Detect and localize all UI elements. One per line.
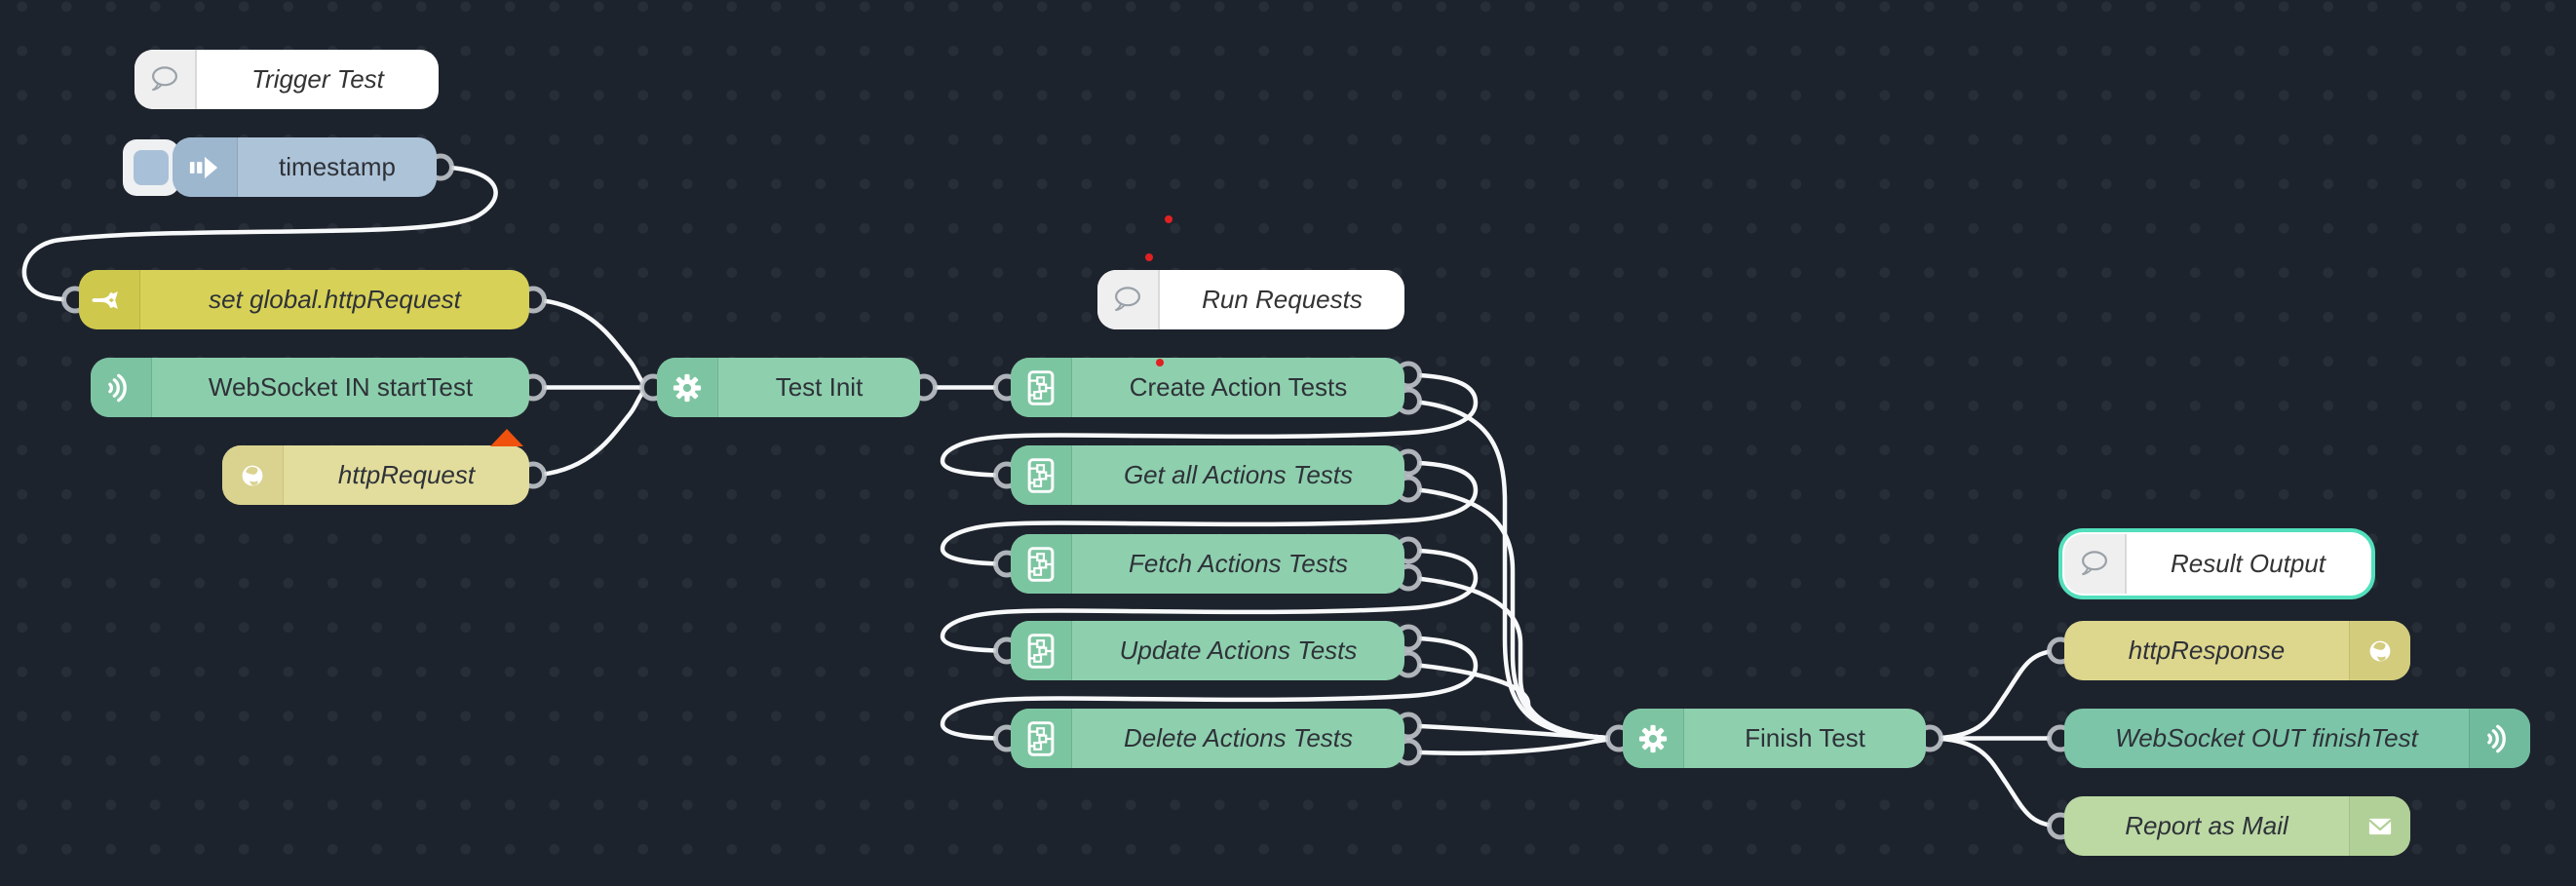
node-websocket-out-finishtest[interactable]: WebSocket OUT finishTest xyxy=(2064,709,2530,768)
node-result-output[interactable]: Result Output xyxy=(2064,534,2369,594)
inject-button-inner xyxy=(134,150,169,185)
subflow-icon xyxy=(1011,445,1072,505)
wire-delete2-finish[interactable] xyxy=(1405,736,1622,755)
node-label: Create Action Tests xyxy=(1129,372,1348,402)
error-indicator-icon xyxy=(490,429,523,446)
wire-finish-httpresponse[interactable] xyxy=(1927,648,2063,741)
speech-bubble-icon xyxy=(1097,270,1160,329)
wire-fetch-update[interactable] xyxy=(940,548,1479,653)
websocket-waves-icon xyxy=(91,358,152,417)
node-httpresponse[interactable]: httpResponse xyxy=(2064,621,2410,680)
node-label: Update Actions Tests xyxy=(1119,636,1358,665)
node-label: timestamp xyxy=(279,152,396,181)
node-report-as-mail[interactable]: Report as Mail xyxy=(2064,796,2410,856)
node-label: Trigger Test xyxy=(251,64,384,94)
node-update-actions-tests[interactable]: Update Actions Tests xyxy=(1011,621,1404,680)
envelope-icon xyxy=(2349,796,2410,856)
node-label: Result Output xyxy=(2171,549,2326,578)
node-label: Fetch Actions Tests xyxy=(1129,549,1348,578)
gear-icon xyxy=(1623,709,1684,768)
node-label: Delete Actions Tests xyxy=(1123,723,1354,752)
subflow-icon xyxy=(1011,709,1072,768)
node-label: Get all Actions Tests xyxy=(1123,460,1354,489)
subflow-icon xyxy=(1011,534,1072,594)
node-label: WebSocket OUT finishTest xyxy=(2115,723,2418,752)
node-fetch-actions-tests[interactable]: Fetch Actions Tests xyxy=(1011,534,1404,594)
wire-httprequest-testinit[interactable] xyxy=(530,385,656,478)
inject-button[interactable] xyxy=(123,139,179,196)
node-set-global-httprequest[interactable]: set global.httpRequest xyxy=(79,270,529,329)
node-label: set global.httpRequest xyxy=(209,285,461,314)
speech-bubble-icon xyxy=(2064,534,2127,594)
gear-icon xyxy=(657,358,718,417)
red-marker-dot xyxy=(1156,359,1164,366)
wire-setglobal-testinit[interactable] xyxy=(530,297,656,390)
subflow-icon xyxy=(1011,621,1072,680)
node-create-action-tests[interactable]: Create Action Tests xyxy=(1011,358,1404,417)
node-run-requests[interactable]: Run Requests xyxy=(1097,270,1404,329)
globe-icon xyxy=(2349,621,2410,680)
node-trigger-test[interactable]: Trigger Test xyxy=(135,50,439,109)
wire-finish-reportmail[interactable] xyxy=(1927,736,2063,828)
websocket-waves-icon xyxy=(2469,709,2530,768)
node-timestamp[interactable]: timestamp xyxy=(173,137,437,197)
node-test-init[interactable]: Test Init xyxy=(657,358,920,417)
node-label: Report as Mail xyxy=(2125,811,2288,840)
node-label: WebSocket IN startTest xyxy=(208,372,474,402)
wire-delete1-finish[interactable] xyxy=(1405,723,1622,741)
node-get-all-actions-tests[interactable]: Get all Actions Tests xyxy=(1011,445,1404,505)
node-delete-actions-tests[interactable]: Delete Actions Tests xyxy=(1011,709,1404,768)
wire-create-getall[interactable] xyxy=(940,372,1479,478)
node-label: Finish Test xyxy=(1745,723,1865,752)
inject-arrow-icon xyxy=(173,137,238,197)
red-marker-dot xyxy=(1145,253,1153,261)
node-label: httpResponse xyxy=(2128,636,2286,665)
globe-icon xyxy=(222,445,284,505)
node-label: Run Requests xyxy=(1202,285,1363,314)
red-marker-dot xyxy=(1165,215,1173,223)
wire-timestamp-setglobal[interactable] xyxy=(21,165,498,302)
node-label: httpRequest xyxy=(337,460,476,489)
speech-bubble-icon xyxy=(135,50,197,109)
node-finish-test[interactable]: Finish Test xyxy=(1623,709,1926,768)
fork-icon xyxy=(79,270,140,329)
wire-getall-fetch[interactable] xyxy=(940,460,1479,566)
node-label: Test Init xyxy=(775,372,864,402)
node-httprequest[interactable]: httpRequest xyxy=(222,445,529,505)
subflow-icon xyxy=(1011,358,1072,417)
wire-update-delete[interactable] xyxy=(940,636,1479,741)
wire-getall-finish[interactable] xyxy=(1405,486,1622,741)
node-websocket-in-starttest[interactable]: WebSocket IN startTest xyxy=(91,358,529,417)
